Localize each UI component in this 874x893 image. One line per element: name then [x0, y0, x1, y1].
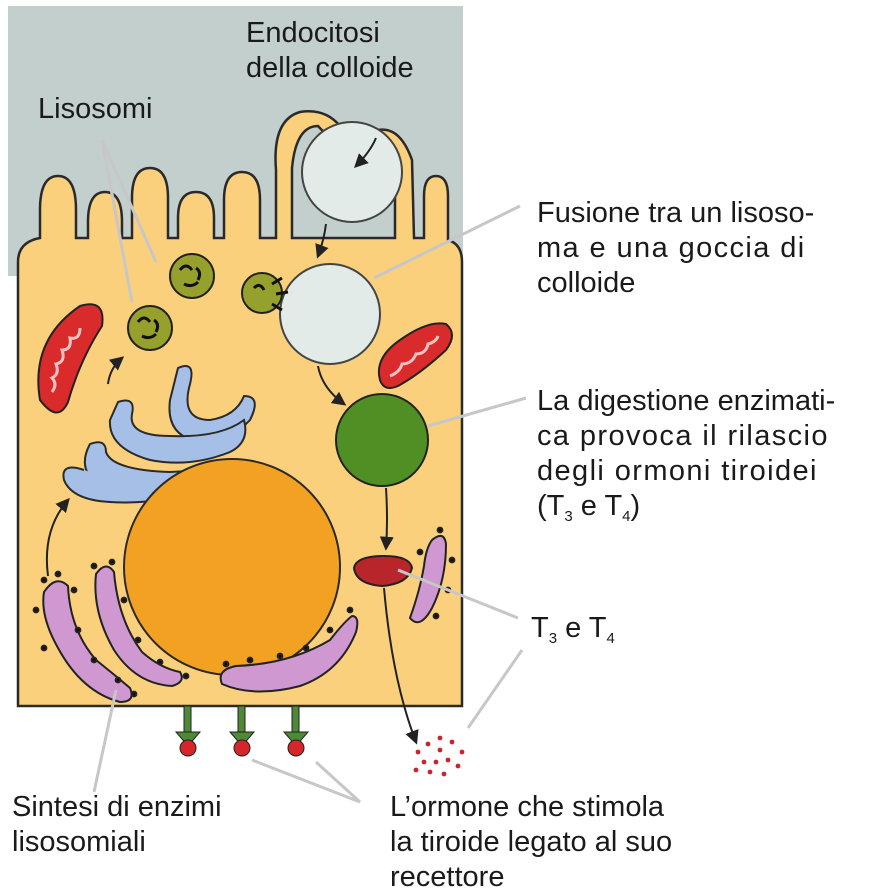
label-hormones-t: T [531, 612, 549, 644]
label-digestion-mid: e T [573, 490, 622, 522]
nucleus [124, 459, 340, 675]
label-endocytosis: Endocitosi della colloide [246, 16, 414, 86]
label-digestion-close: ) [631, 490, 641, 522]
label-synthesis: Sintesi di enzimi lisosomiali [12, 790, 222, 860]
sub-4-b: 4 [607, 630, 615, 647]
receptor-3 [284, 706, 308, 756]
sub-3-a: 3 [564, 508, 572, 525]
label-digestion-line1: La digestione enzimati- [537, 384, 835, 419]
digestion-vesicle [336, 394, 428, 486]
label-fusion-line2: ma e una goccia di [537, 231, 814, 266]
label-receptor-line3: recettore [390, 860, 672, 893]
label-endocytosis-line1: Endocitosi [246, 16, 414, 51]
label-digestion-line3: degli ormoni tiroidei [537, 454, 835, 489]
secreted-hormones [414, 736, 465, 777]
lysosome-middle [128, 306, 172, 350]
label-receptor-line1: L’ormone che stimola [390, 790, 672, 825]
label-receptor: L’ormone che stimola la tiroide legato a… [390, 790, 672, 893]
sub-4-a: 4 [622, 508, 630, 525]
receptor-2 [230, 706, 254, 756]
label-lysosomes: Lisosomi [38, 92, 152, 127]
label-digestion-line2: ca provoca il rilascio [537, 419, 835, 454]
label-hormones: T3 e T4 [531, 611, 615, 646]
sub-3-b: 3 [549, 630, 557, 647]
label-synthesis-line1: Sintesi di enzimi [12, 790, 222, 825]
receptor-1 [176, 706, 200, 756]
label-digestion-open: (T [537, 490, 564, 522]
label-endocytosis-line2: della colloide [246, 51, 414, 86]
label-digestion: La digestione enzimati- ca provoca il ri… [537, 384, 835, 524]
label-digestion-line4: (T3 e T4) [537, 489, 835, 524]
label-receptor-line2: la tiroide legato al suo [390, 825, 672, 860]
fusion-vesicle [280, 264, 380, 364]
endocytosis-vesicle [302, 122, 402, 222]
label-fusion-line1: Fusione tra un lisoso- [537, 196, 814, 231]
label-fusion: Fusione tra un lisoso- ma e una goccia d… [537, 196, 814, 301]
label-hormones-mid: e T [557, 612, 606, 644]
label-synthesis-line2: lisosomiali [12, 825, 222, 860]
lysosome-top [170, 254, 214, 298]
label-fusion-line3: colloide [537, 266, 814, 301]
